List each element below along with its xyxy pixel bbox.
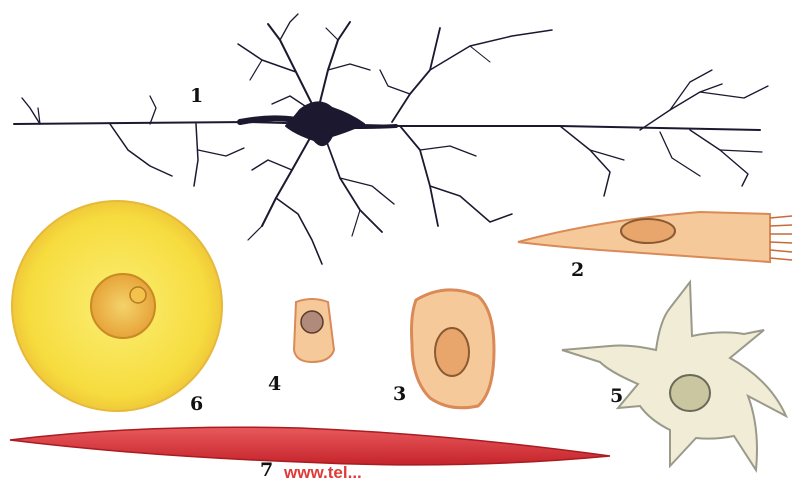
label-6: 6 xyxy=(190,393,203,415)
elongated-epithelial-cell xyxy=(518,212,792,262)
cuboidal-cell xyxy=(294,299,334,362)
label-1: 1 xyxy=(190,85,203,107)
label-5: 5 xyxy=(610,385,623,407)
watermark-text: www.tel... xyxy=(283,463,362,478)
flat-epithelial-cell xyxy=(412,290,495,408)
label-7: 7 xyxy=(260,459,273,478)
egg-cell xyxy=(12,201,222,411)
label-4: 4 xyxy=(268,373,281,395)
stellate-cell xyxy=(562,282,786,470)
label-3: 3 xyxy=(393,383,406,405)
label-2: 2 xyxy=(571,259,584,281)
muscle-fiber xyxy=(10,427,610,465)
